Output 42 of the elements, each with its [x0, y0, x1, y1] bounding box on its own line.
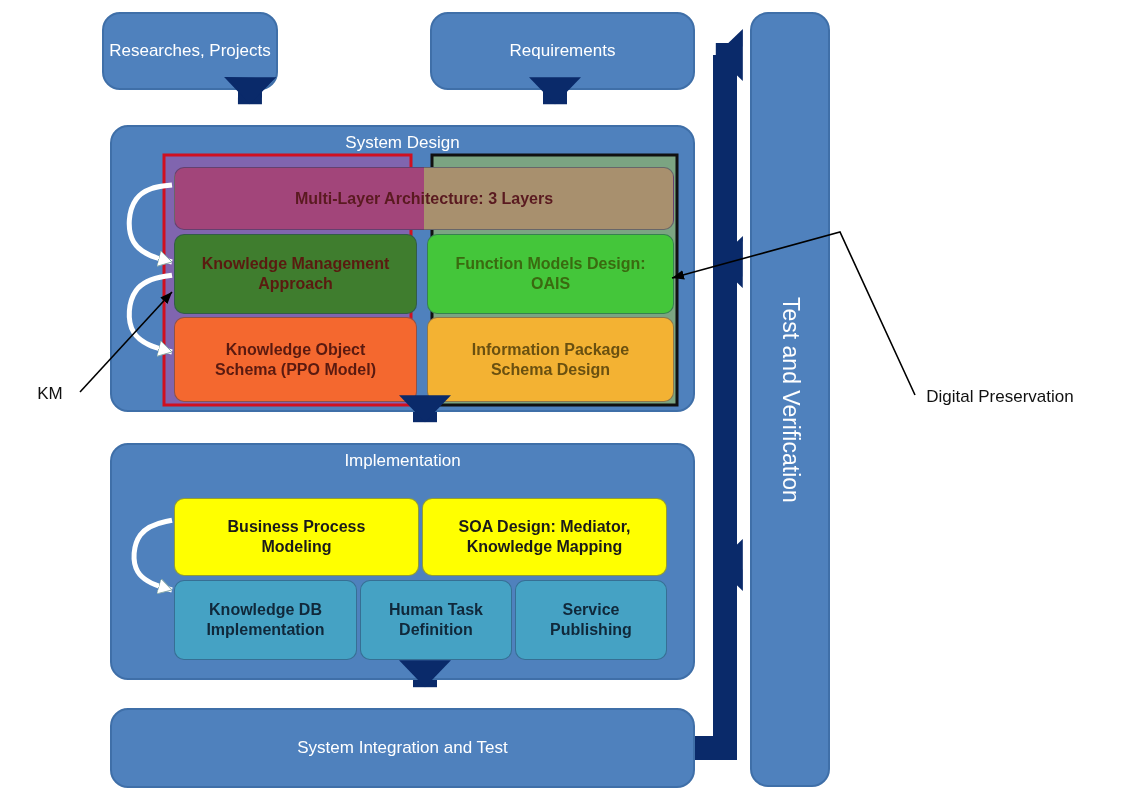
- task-box: [174, 317, 417, 402]
- box-label: Information Package Schema Design: [470, 339, 631, 380]
- phase-container: [110, 125, 695, 412]
- task-box: [360, 580, 512, 660]
- block-arrow: [399, 395, 451, 423]
- task-box: [427, 317, 674, 402]
- box-label: Knowledge Object Schema (PPO Model): [214, 339, 377, 380]
- block-arrow: [224, 77, 277, 105]
- block-arrow: [399, 660, 451, 688]
- callout-text: KM: [20, 380, 80, 408]
- block-arrow: [529, 77, 581, 105]
- box-label: Knowledge DB Implementation: [205, 600, 326, 640]
- phase-title: System Design: [345, 133, 460, 153]
- box-label: Business Process Modeling: [226, 517, 367, 557]
- box-label: Knowledge Management Approach: [200, 254, 391, 294]
- task-box: [174, 234, 417, 314]
- box-label: System Integration and Test: [297, 738, 508, 758]
- leader-line: [79, 291, 173, 393]
- task-box: [422, 498, 667, 576]
- callout-text: Digital Preservation: [915, 383, 1085, 411]
- task-box: [174, 498, 419, 576]
- task-box: [174, 167, 674, 230]
- process-box: [430, 12, 695, 90]
- process-box: [102, 12, 278, 90]
- phase-container: [110, 443, 695, 680]
- task-box: [515, 580, 667, 660]
- box-label: SOA Design: Mediator, Knowledge Mapping: [457, 517, 632, 557]
- loop-arrow: [126, 182, 173, 267]
- task-box: [174, 580, 357, 660]
- box-label: Human Task Definition: [388, 600, 484, 640]
- side-bar: [750, 12, 830, 787]
- box-label: Requirements: [509, 41, 616, 61]
- box-label: Function Models Design: OAIS: [454, 254, 647, 294]
- process-box: [110, 708, 695, 788]
- box-label: Service Publishing: [549, 600, 633, 640]
- phase-title: Implementation: [344, 451, 461, 471]
- loop-arrow: [126, 272, 173, 357]
- leader-line: [671, 231, 916, 396]
- task-box: [427, 234, 674, 314]
- box-label: Test and Verification: [776, 296, 804, 503]
- box-label: Researches, Projects: [109, 41, 271, 61]
- loop-arrow: [131, 517, 173, 595]
